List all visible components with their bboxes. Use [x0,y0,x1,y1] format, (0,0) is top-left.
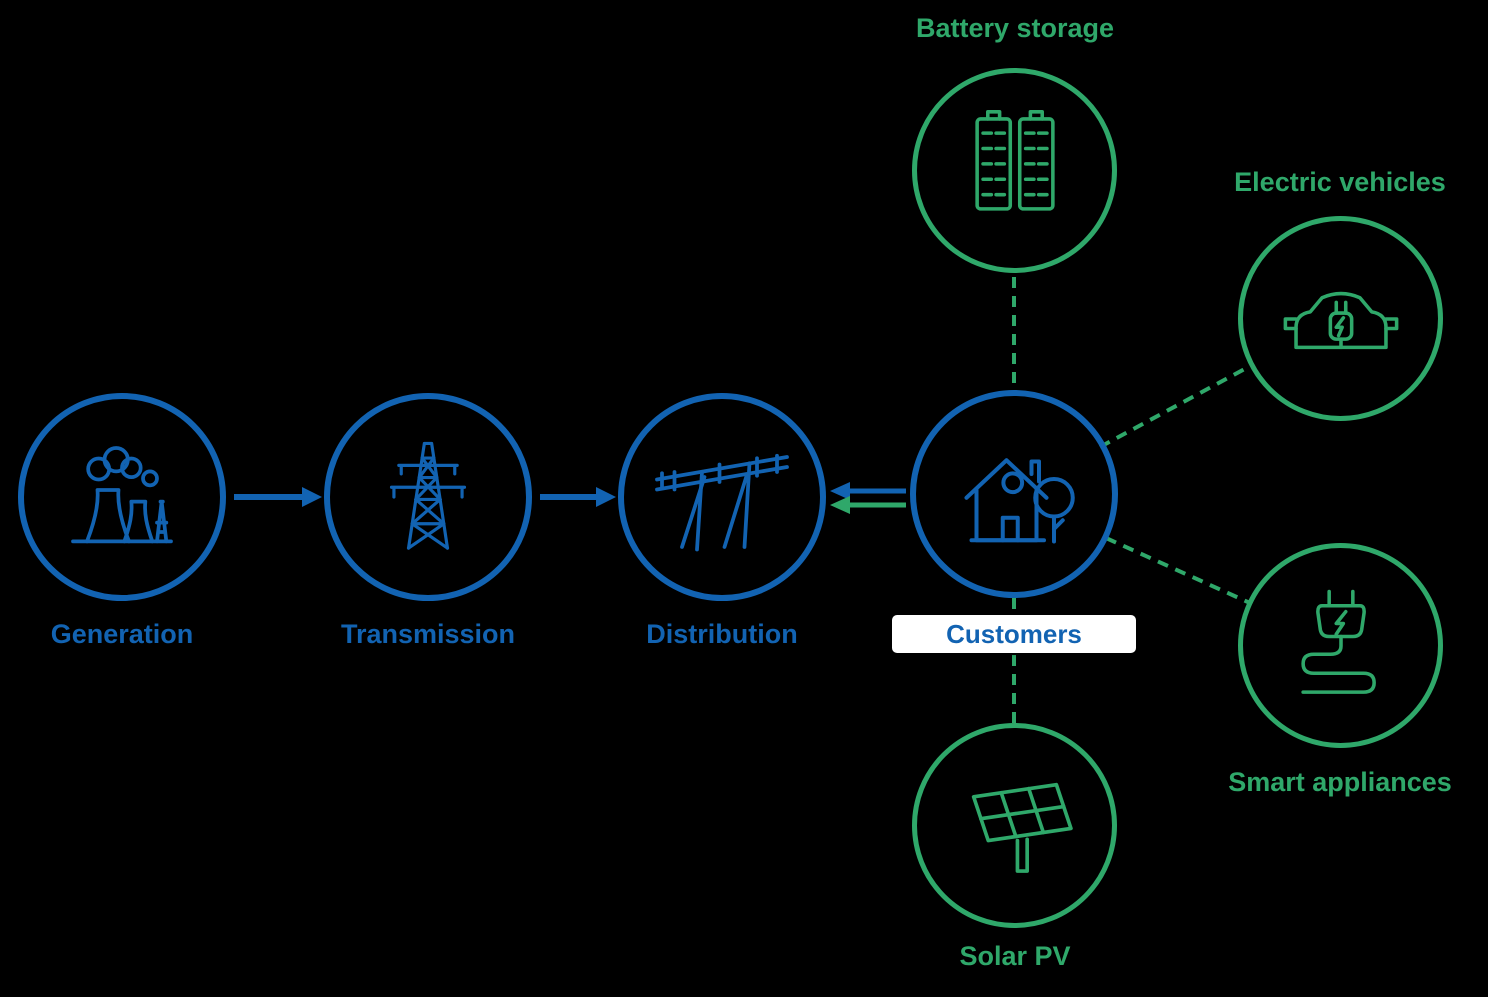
arrow-transmission-to-distribution [540,487,616,507]
arrow-customers-to-distribution-blue [830,482,906,500]
label-generation: Generation [50,619,194,649]
label-smart-appliances: Smart appliances [1228,767,1452,797]
solar-panel-icon [971,782,1073,873]
label-solar-pv: Solar PV [959,941,1071,971]
node-smart-appliances [1238,543,1443,748]
label-battery-storage: Battery storage [915,13,1115,43]
label-customers: Customers [946,618,1082,649]
connector-customers-electric-vehicles [1099,363,1253,449]
node-transmission [324,393,532,601]
node-electric-vehicles [1238,216,1443,421]
arrow-generation-to-transmission [234,487,322,507]
power-plant-icon [71,446,173,544]
battery-storage-icon [974,109,1055,211]
distribution-poles-icon [655,453,789,552]
arrow-customers-to-distribution-green [830,496,906,514]
label-transmission: Transmission [340,619,516,649]
node-customers [910,390,1118,598]
label-distribution: Distribution [646,619,798,649]
label-electric-vehicles: Electric vehicles [1234,167,1446,197]
node-battery-storage [912,68,1117,273]
electric-car-icon [1283,291,1398,349]
connector-customers-smart-appliances [1105,536,1251,605]
customers-label-chip: Customers [892,615,1136,653]
smart-plug-icon [1300,589,1376,694]
node-solar-pv [912,723,1117,928]
transmission-tower-icon [389,441,467,550]
node-generation [18,393,226,601]
node-distribution [618,393,826,601]
house-tree-icon [964,458,1075,544]
